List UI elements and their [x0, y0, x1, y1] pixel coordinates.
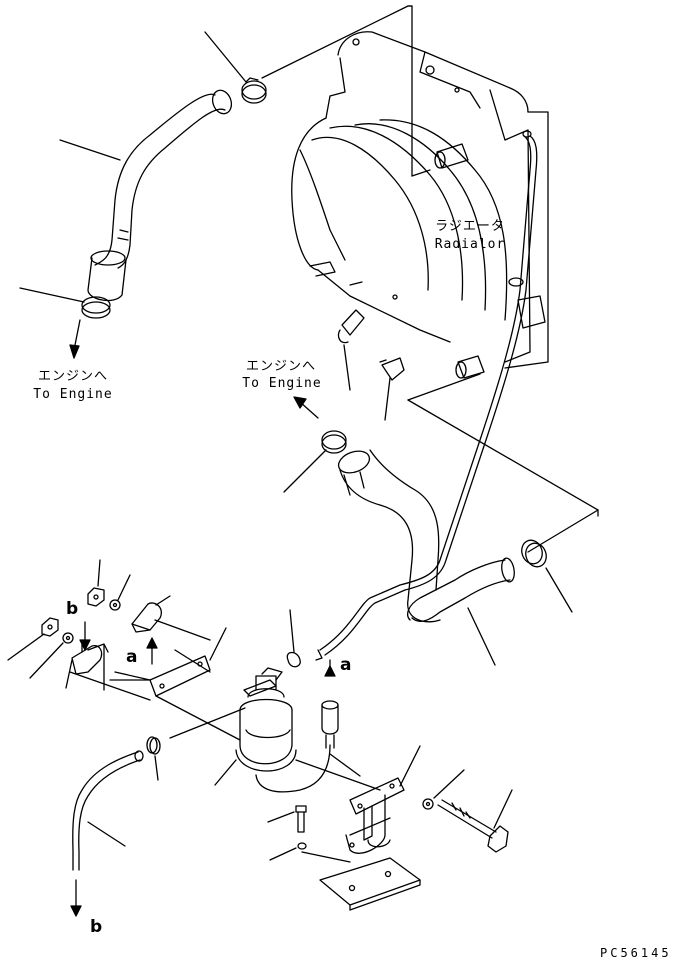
upper-hose-leader: [59, 139, 121, 161]
small-bolt: [267, 805, 307, 833]
radiator-label-en: Radialor: [434, 237, 506, 252]
elbow-fitting-2: [379, 357, 405, 421]
level-switch: [321, 659, 339, 749]
radiator: [261, 5, 549, 379]
middle-clamp: [283, 430, 347, 493]
radiator-label-jp: ラジエータ: [435, 219, 505, 234]
lower-bracket: [319, 745, 421, 911]
long-bolt: [437, 789, 513, 853]
lower-right-hose: [407, 557, 515, 666]
engine-mid-label-en: To Engine: [242, 376, 322, 391]
tank-frame-lines: [109, 649, 381, 791]
letter-a-left: a: [126, 647, 138, 667]
washer-4: [269, 842, 351, 863]
upper-hose: [87, 89, 233, 302]
reserve-tank: [235, 667, 331, 793]
a-frame-lines: [114, 619, 211, 681]
frame-lines: [407, 373, 599, 553]
overflow-tube: [315, 130, 538, 661]
engine-left-label-en: To Engine: [33, 387, 113, 402]
washer-1: [109, 574, 131, 611]
letter-a-right: a: [340, 655, 352, 675]
engine-mid-label-jp: エンジンへ: [245, 359, 316, 374]
clip-1: [131, 595, 171, 633]
small-clip-left: [146, 707, 246, 781]
letter-b-top: b: [66, 599, 79, 619]
middle-hose: [337, 449, 441, 623]
upper-clamp: [204, 31, 267, 104]
drawing-code: PC56145: [600, 946, 672, 960]
arrow-head-mid: [293, 396, 307, 409]
washer-2: [29, 632, 74, 679]
bracket-plate: [69, 643, 151, 701]
arrow-b-up-head: [79, 639, 91, 651]
tank-leader: [214, 759, 237, 786]
lower-right-clamp: [521, 539, 573, 613]
elbow-fitting-1: [337, 309, 365, 391]
letter-b-bottom: b: [90, 917, 103, 937]
nut-1: [87, 559, 105, 607]
lower-left-tube: [70, 750, 144, 917]
nut-2: [7, 617, 59, 661]
washer-3: [422, 769, 465, 810]
mount-plate-left: [149, 627, 227, 697]
left-clamp: [19, 287, 111, 359]
hose-clip-center: [286, 609, 301, 668]
arrow-a-up-head: [146, 637, 158, 649]
engine-left-label-jp: エンジンへ: [37, 369, 108, 384]
